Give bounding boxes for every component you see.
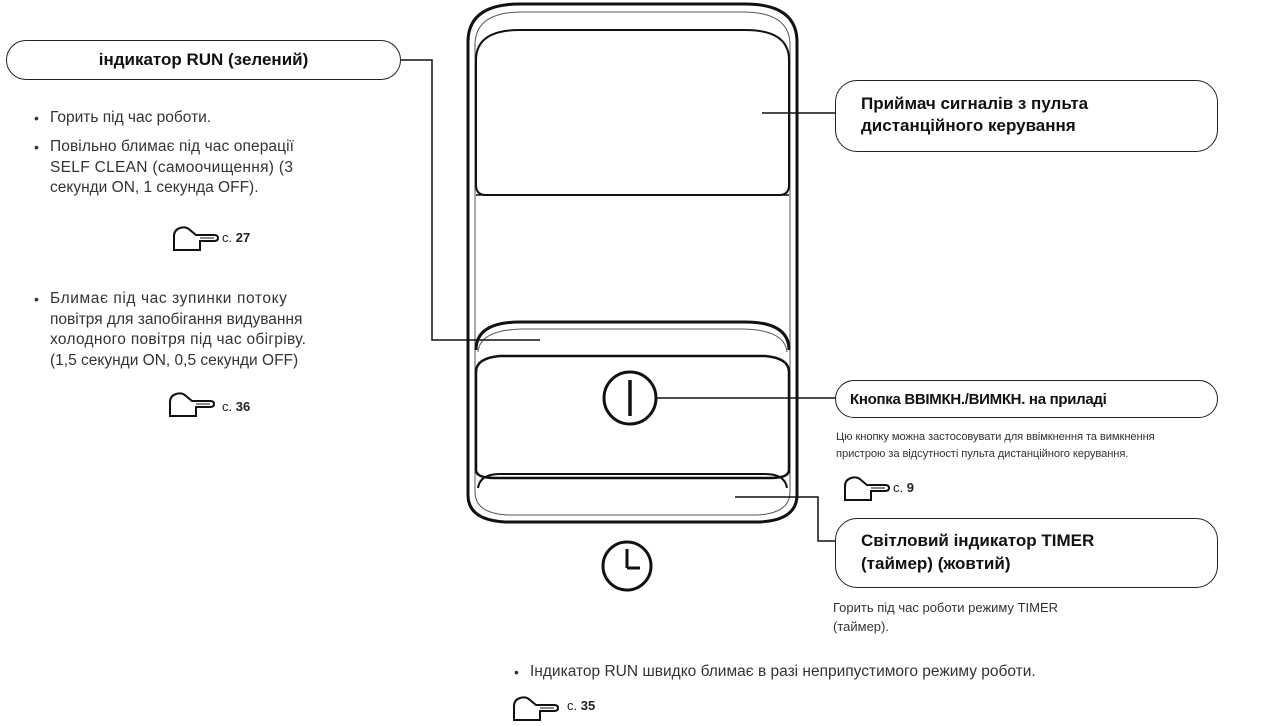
- receiver-panel: [475, 29, 790, 196]
- leader-timer: [735, 496, 836, 542]
- run-bullet-1: Горить під час роботи.: [34, 108, 211, 129]
- page-ref-27[interactable]: с. 27: [222, 230, 251, 245]
- run-bullet-3: Блимає під час зупинки потоку повітря дл…: [34, 289, 410, 371]
- power-button-title: Кнопка ВВІМКН./ВИМКН. на приладі: [850, 390, 1107, 408]
- receiver-callout: Приймач сигналів з пульта дистанційного …: [835, 80, 1218, 152]
- timer-note: Горить під час роботи режиму TIMER (тайм…: [833, 600, 1059, 634]
- receiver-title-line1: Приймач сигналів з пульта: [861, 94, 1089, 113]
- timer-callout: Світловий індикатор TIMER (таймер) (жовт…: [835, 518, 1218, 588]
- timer-indicator-strip: [477, 473, 788, 489]
- pointing-hand-icon: [844, 476, 891, 501]
- run-bullet-2: Повільно блимає під час операції SELF CL…: [34, 137, 410, 199]
- footer-bullet: Індикатор RUN швидко блимає в разі непри…: [514, 662, 1250, 683]
- power-button-note: Цю кнопку можна застосовувати для ввімкн…: [836, 431, 1155, 460]
- run-indicator-strip: [474, 320, 791, 351]
- device-outer-body: [466, 2, 799, 524]
- pointing-hand-icon: [169, 392, 216, 417]
- run-indicator-title: індикатор RUN (зелений): [98, 50, 309, 69]
- pointing-hand-icon: [173, 226, 220, 251]
- timer-title-line1: Світловий індикатор TIMER: [861, 531, 1095, 550]
- device-inner-body: [474, 11, 791, 516]
- timer-title-line2: (таймер) (жовтий): [861, 554, 1011, 573]
- receiver-title-line2: дистанційного керування: [861, 116, 1076, 135]
- run-indicator-callout: індикатор RUN (зелений): [6, 40, 401, 80]
- leader-run: [400, 59, 540, 341]
- pointing-hand-icon: [513, 696, 560, 721]
- power-button-callout: Кнопка ВВІМКН./ВИМКН. на приладі: [835, 380, 1218, 418]
- page-ref-9[interactable]: с. 9: [893, 480, 914, 495]
- page-ref-36[interactable]: с. 36: [222, 399, 251, 414]
- page-ref-35[interactable]: с. 35: [567, 698, 596, 713]
